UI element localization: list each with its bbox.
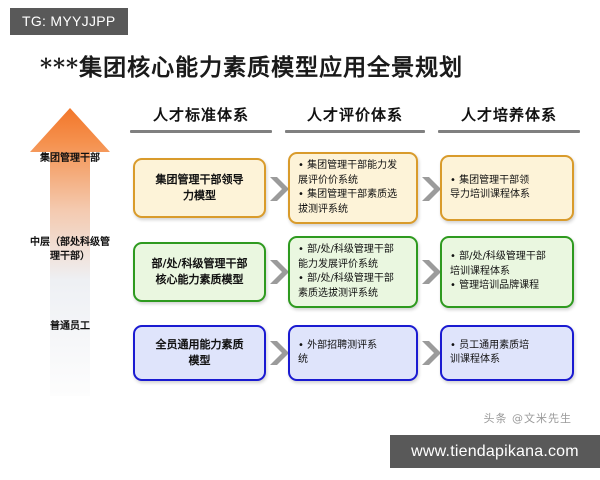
column-header-development-label: 人才培养体系 (460, 106, 557, 124)
column-header-rule (130, 130, 272, 133)
matrix-cell-r2c1-text: 部/处/科级管理干部核心能力素质模型 (143, 256, 256, 288)
site-watermark: www.tiendapikana.com (390, 435, 600, 468)
matrix-cell-r2c1[interactable]: 部/处/科级管理干部核心能力素质模型 (133, 242, 266, 302)
tg-badge: TG: MYYJJPP (10, 8, 128, 35)
tier-label-middle: 中层（部处科级管理干部） (30, 237, 110, 262)
matrix-cell-r3c1[interactable]: 全员通用能力素质模型 (133, 325, 266, 381)
matrix-cell-r3c1-text: 全员通用能力素质模型 (143, 337, 256, 369)
text-line: 展评价价系统 (298, 174, 358, 186)
matrix-cell-r1c2[interactable]: • 集团管理干部能力发展评价价系统 • 集团管理干部素质选拔测评系统 (288, 152, 418, 224)
column-header-rule (438, 130, 580, 133)
column-header-standard-label: 人才标准体系 (152, 106, 249, 124)
chevron-right-icon (420, 176, 442, 202)
text-line: • 部/处/科级管理干部 (450, 251, 546, 263)
chevron-right-icon (268, 176, 290, 202)
toutiao-watermark: 头条 @文米先生 (483, 412, 572, 425)
text-line: 力模型 (183, 189, 216, 202)
text-line: 拔测评系统 (298, 203, 348, 215)
column-header-standard: 人才标准体系 (130, 104, 272, 133)
matrix-cell-r1c3[interactable]: • 集团管理干部领导力培训课程体系 (440, 155, 574, 221)
matrix-cell-r3c2-text: • 外部招聘测评系统 (298, 339, 408, 368)
talent-pyramid-arrow (28, 108, 112, 396)
chevron-right-icon (420, 259, 442, 285)
column-header-development: 人才培养体系 (438, 104, 580, 133)
chevron-right-icon (268, 340, 290, 366)
text-line: 集团管理干部领导 (155, 173, 244, 187)
text-line: 部/处/科级管理干部 (151, 257, 248, 271)
matrix-cell-r1c1[interactable]: 集团管理干部领导力模型 (133, 158, 266, 218)
text-line: • 集团管理干部能力发 (298, 160, 398, 171)
matrix-cell-r3c2[interactable]: • 外部招聘测评系统 (288, 325, 418, 381)
text-line: 导力培训课程体系 (450, 189, 530, 200)
text-line: 训课程体系 (450, 354, 500, 365)
text-line: • 管理培训品牌课程 (450, 280, 540, 292)
text-line: • 集团管理干部领 (450, 174, 530, 186)
text-line: • 外部招聘测评系 (298, 339, 378, 351)
text-line: 培训课程体系 (450, 265, 510, 277)
matrix-cell-r2c2-text: • 部/处/科级管理干部能力发展评价系统 • 部/处/科级管理干部素质选拔测评系统 (298, 243, 408, 301)
matrix-cell-r2c3-text: • 部/处/科级管理干部培训课程体系 • 管理培训品牌课程 (450, 250, 564, 294)
text-line: 核心能力素质模型 (155, 273, 244, 286)
column-header-evaluation-label: 人才评价体系 (306, 106, 403, 124)
matrix-cell-r1c1-text: 集团管理干部领导力模型 (143, 172, 256, 204)
text-line: • 集团管理干部素质选 (298, 189, 398, 200)
matrix-cell-r2c2[interactable]: • 部/处/科级管理干部能力发展评价系统 • 部/处/科级管理干部素质选拔测评系统 (288, 236, 418, 308)
tier-label-staff: 普通员工 (50, 321, 90, 332)
chevron-right-icon (268, 259, 290, 285)
column-header-rule (285, 130, 425, 133)
chevron-right-icon (420, 340, 442, 366)
text-line: 模型 (188, 354, 211, 367)
text-line: 素质选拔测评系统 (298, 287, 378, 299)
matrix-cell-r2c3[interactable]: • 部/处/科级管理干部培训课程体系 • 管理培训品牌课程 (440, 236, 574, 308)
matrix-cell-r1c3-text: • 集团管理干部领导力培训课程体系 (450, 174, 564, 203)
text-line: • 部/处/科级管理干部 (298, 273, 394, 284)
text-line: 统 (298, 354, 308, 365)
matrix-cell-r1c2-text: • 集团管理干部能力发展评价价系统 • 集团管理干部素质选拔测评系统 (298, 159, 408, 217)
page-title: ***集团核心能力素质模型应用全景规划 (40, 54, 464, 81)
tier-label-senior: 集团管理干部 (40, 153, 100, 164)
matrix-cell-r3c3[interactable]: • 员工通用素质培训课程体系 (440, 325, 574, 381)
text-line: • 员工通用素质培 (450, 339, 530, 351)
column-header-evaluation: 人才评价体系 (285, 104, 425, 133)
text-line: 能力发展评价系统 (298, 258, 378, 270)
matrix-cell-r3c3-text: • 员工通用素质培训课程体系 (450, 339, 564, 368)
text-line: • 部/处/科级管理干部 (298, 244, 394, 255)
text-line: 全员通用能力素质 (155, 338, 244, 352)
